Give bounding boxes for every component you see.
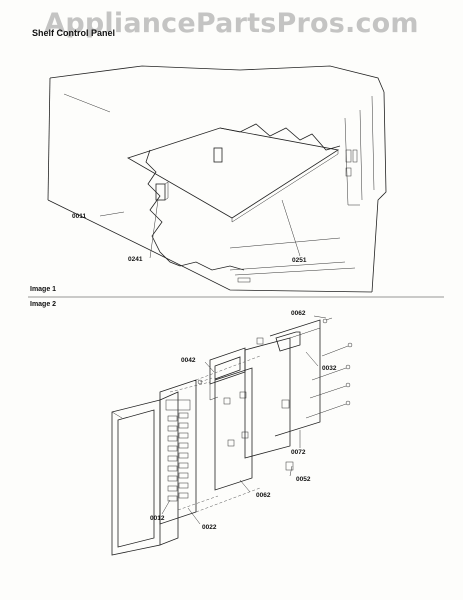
keypad-buttons [165, 399, 191, 502]
callout-0062: 0052 [296, 476, 311, 483]
screws [197, 317, 353, 419]
callout-0251: 0251 [292, 257, 307, 264]
control-panel-drawing [111, 315, 353, 556]
callout-0042: 0042 [181, 357, 196, 364]
callout-0011: 0011 [72, 213, 87, 220]
cabinet-drawing [28, 65, 444, 298]
callout-0032: 0032 [322, 365, 337, 372]
callout-0082: 0062 [291, 310, 306, 317]
callout-0241: 0241 [128, 256, 143, 263]
page-title: Shelf Control Panel [32, 28, 116, 38]
callout-0072: 0072 [291, 449, 306, 456]
callout-0052: 0062 [256, 492, 271, 499]
callout-0012: 0012 [150, 515, 165, 522]
callout-0022: 0022 [202, 524, 217, 531]
image-1-label: Image 1 [30, 286, 57, 293]
image-2-label: Image 2 [30, 301, 57, 308]
